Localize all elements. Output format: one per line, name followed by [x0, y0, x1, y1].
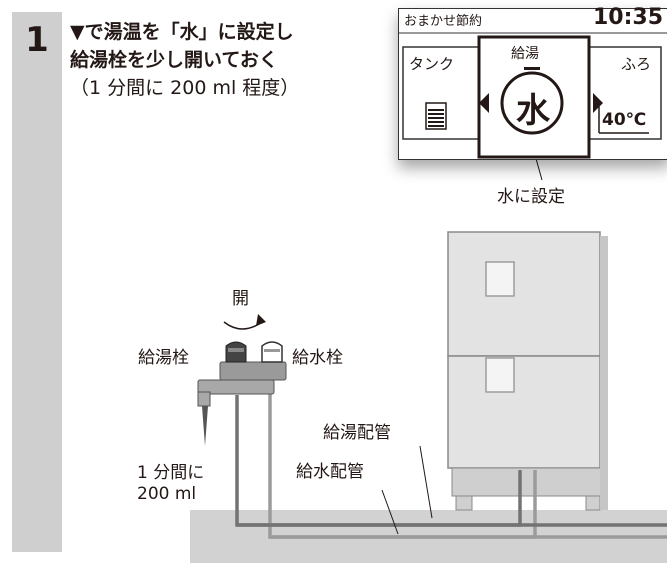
kyuto-label: 給湯: [511, 46, 539, 62]
right-arrow-icon: [593, 93, 603, 113]
clock-time: 10:35: [592, 5, 663, 30]
instruction-line-1: ▼で湯温を「水」に設定し: [70, 21, 294, 43]
faucet: [197, 341, 287, 446]
cold-tap-label: 給水栓: [292, 348, 343, 368]
instruction-line-2: 給湯栓を少し開いておく: [70, 49, 278, 71]
bath-temperature: 40℃: [602, 110, 647, 130]
flow-rate-line-2: 200 ml: [137, 484, 197, 504]
water-setting-symbol: 水: [516, 91, 550, 131]
open-label: 開: [232, 289, 249, 309]
remote-control-display: おまかせ節約 10:35 タンク 給湯 ふろ 水 40℃: [398, 5, 667, 160]
tank-label: タンク: [409, 55, 455, 73]
water-drip: [202, 406, 208, 446]
water-heater-unit: [447, 231, 608, 511]
water-setting-callout: 水に設定: [497, 187, 565, 207]
instruction-text: ▼で湯温を「水」に設定し 給湯栓を少し開いておく （1 分間に 200 ml 程…: [70, 18, 299, 102]
panel-frame: [399, 32, 667, 159]
cold-pipe-label: 給水配管: [296, 462, 364, 482]
mode-title: おまかせ節約: [404, 14, 483, 29]
hot-tap-label: 給湯栓: [138, 348, 189, 368]
tank-level-icon: [425, 102, 447, 130]
step-number: 1: [25, 20, 49, 60]
flow-rate-line-1: 1 分間に: [137, 463, 205, 483]
left-arrow-icon: [479, 93, 489, 113]
hot-pipe-label: 給湯配管: [323, 423, 391, 443]
instruction-line-3: （1 分間に 200 ml 程度）: [70, 77, 300, 99]
bath-label: ふろ: [620, 55, 651, 73]
step-sidebar: 1: [12, 12, 62, 552]
pipes: [235, 380, 667, 539]
